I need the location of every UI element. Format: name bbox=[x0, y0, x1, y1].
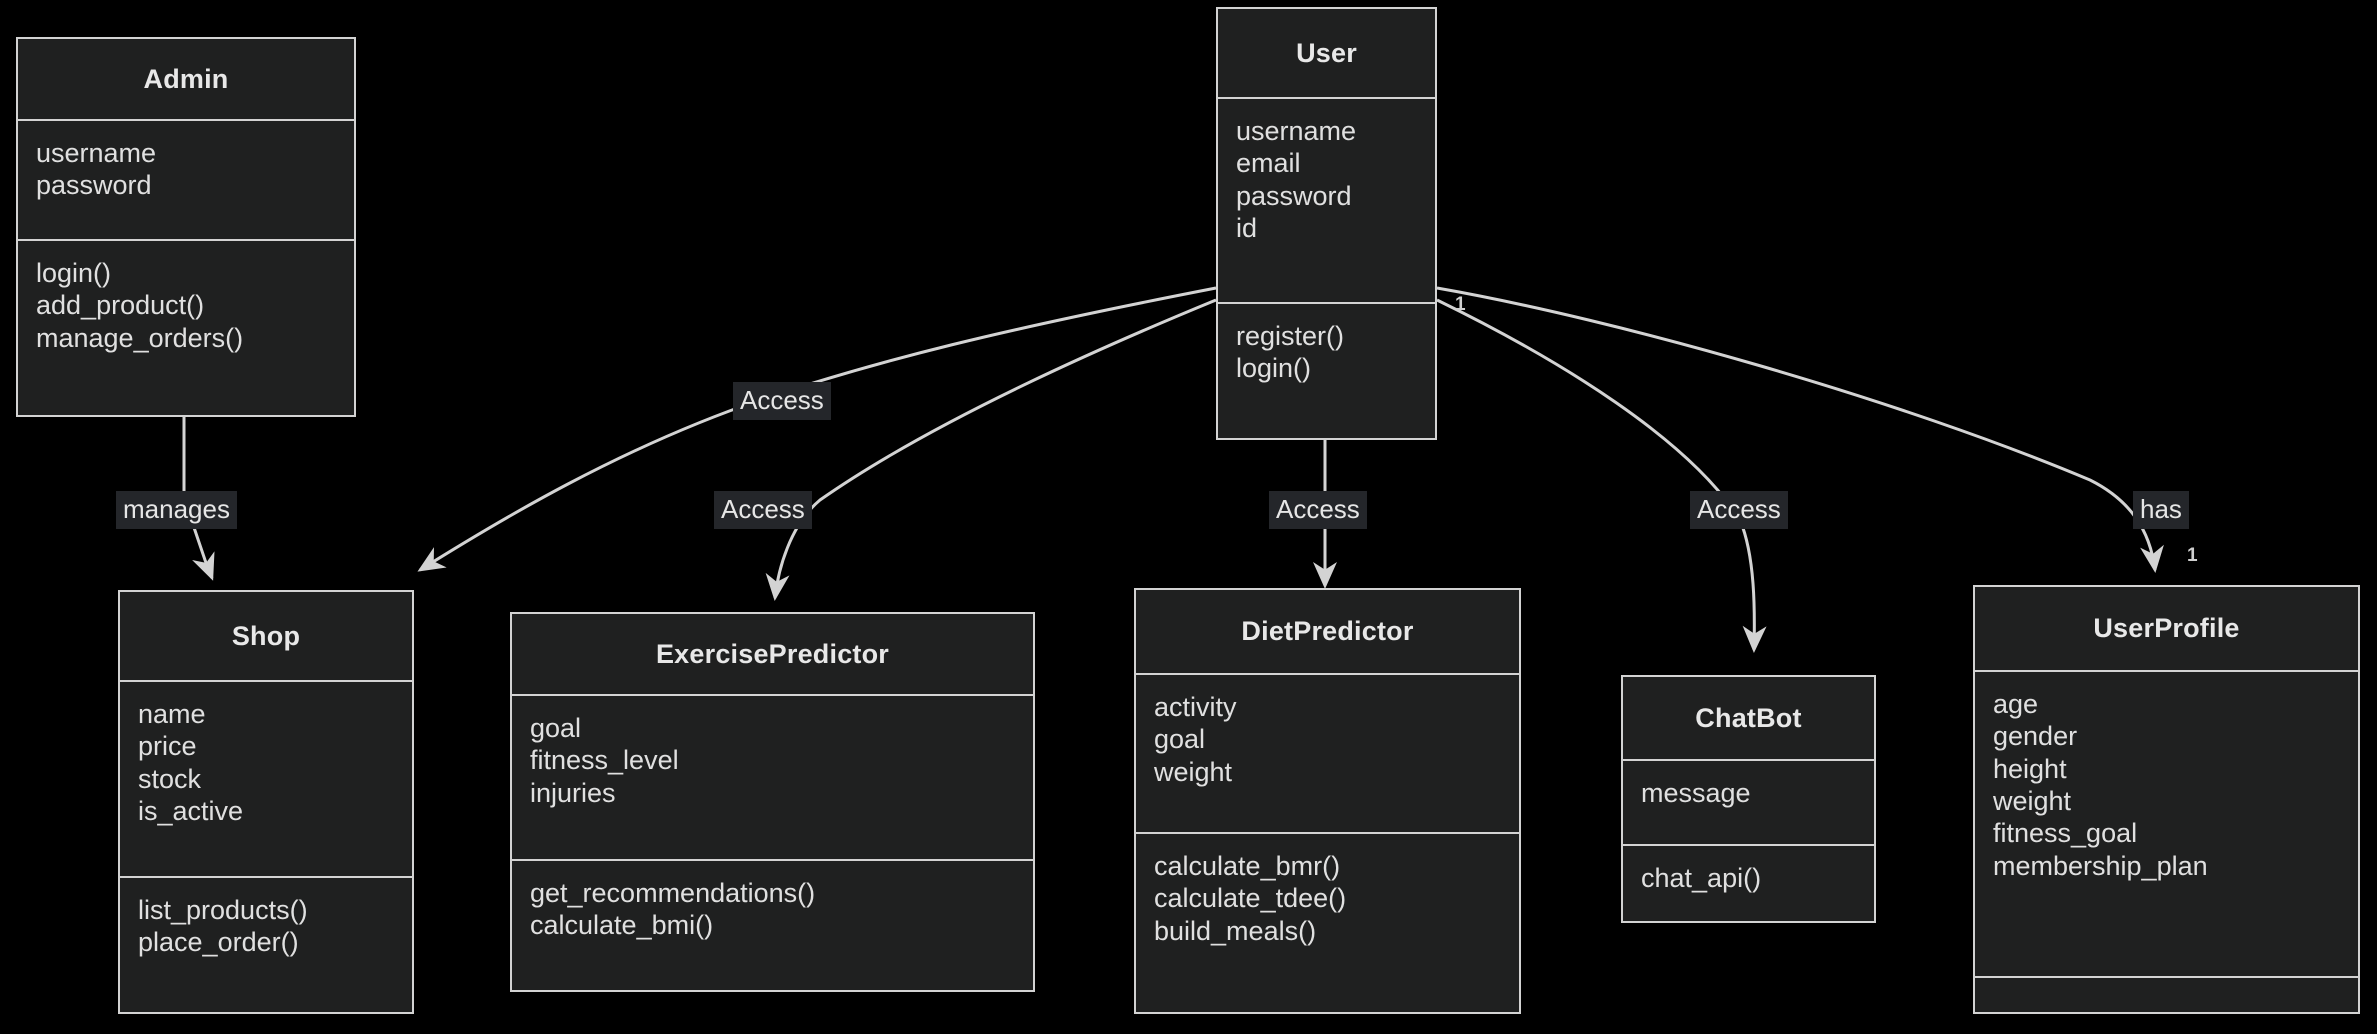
edge-user-exercise bbox=[765, 298, 1217, 601]
class-method: list_products() bbox=[138, 895, 308, 925]
class-title-userprofile: UserProfile bbox=[2093, 613, 2240, 643]
class-attribute: username bbox=[36, 138, 157, 168]
class-attribute: fitness_goal bbox=[1993, 818, 2138, 849]
class-attribute: injuries bbox=[530, 777, 616, 808]
class-method: login() bbox=[36, 258, 112, 288]
class-title-exercise-predictor: ExercisePredictor bbox=[655, 638, 890, 669]
class-attributes-admin: username password bbox=[18, 119, 354, 239]
multiplicity-userprofile-target: 1 bbox=[2187, 545, 2198, 566]
class-box-diet-predictor[interactable]: DietPredictor activity goal weight calcu… bbox=[1134, 588, 1521, 1014]
class-method: chat_api() bbox=[1641, 863, 1762, 893]
class-attribute: price bbox=[138, 731, 197, 762]
class-attribute: goal bbox=[1154, 724, 1206, 755]
edge-label-user-exercise: Access bbox=[714, 491, 812, 529]
class-attribute: password bbox=[1236, 180, 1352, 211]
class-methods-diet-predictor: calculate_bmr() calculate_tdee() build_m… bbox=[1136, 832, 1519, 1012]
class-methods-exercise-predictor: get_recommendations() calculate_bmi() bbox=[512, 859, 1033, 990]
class-attributes-diet-predictor: activity goal weight bbox=[1136, 673, 1519, 832]
class-method: get_recommendations() bbox=[530, 878, 816, 908]
class-title-shop: Shop bbox=[231, 620, 301, 651]
class-method: calculate_bmr() bbox=[1154, 851, 1341, 881]
class-title-admin: Admin bbox=[143, 63, 229, 94]
class-method: place_order() bbox=[138, 927, 299, 958]
class-attributes-chatbot: message bbox=[1623, 759, 1874, 844]
class-box-chatbot[interactable]: ChatBot message chat_api() bbox=[1621, 675, 1876, 923]
class-attribute: stock bbox=[138, 763, 202, 794]
edge-label-user-chatbot: Access bbox=[1690, 491, 1788, 529]
class-box-exercise-predictor[interactable]: ExercisePredictor goal fitness_level inj… bbox=[510, 612, 1035, 992]
class-attribute: activity bbox=[1154, 692, 1237, 722]
class-attributes-shop: name price stock is_active bbox=[120, 680, 412, 876]
edge-user-userprofile bbox=[1436, 286, 2164, 573]
class-methods-admin: login() add_product() manage_orders() bbox=[18, 239, 354, 415]
class-box-user[interactable]: User username email password id register… bbox=[1216, 7, 1437, 440]
edge-label-user-shop: Access bbox=[733, 382, 831, 420]
edge-label-admin-shop: manages bbox=[116, 491, 237, 529]
class-method: calculate_tdee() bbox=[1154, 883, 1347, 914]
class-title-user: User bbox=[1296, 37, 1357, 68]
class-attributes-user: username email password id bbox=[1218, 97, 1435, 302]
class-method: build_meals() bbox=[1154, 915, 1317, 946]
class-attribute: gender bbox=[1993, 721, 2078, 752]
edge-user-shop bbox=[417, 286, 1217, 572]
class-attribute: name bbox=[138, 699, 206, 729]
class-box-shop[interactable]: Shop name price stock is_active list_pro… bbox=[118, 590, 414, 1014]
class-attribute: goal bbox=[530, 713, 582, 743]
class-method: manage_orders() bbox=[36, 322, 244, 353]
class-title-diet-predictor: DietPredictor bbox=[1241, 616, 1414, 646]
class-attributes-exercise-predictor: goal fitness_level injuries bbox=[512, 694, 1033, 859]
class-method: calculate_bmi() bbox=[530, 910, 714, 941]
class-attribute: message bbox=[1641, 778, 1751, 808]
class-attribute: age bbox=[1993, 689, 2039, 719]
class-methods-chatbot: chat_api() bbox=[1623, 844, 1874, 921]
class-method: login() bbox=[1236, 353, 1312, 384]
class-methods-shop: list_products() place_order() bbox=[120, 876, 412, 1012]
class-attribute: password bbox=[36, 170, 152, 201]
class-attribute: weight bbox=[1993, 786, 2072, 817]
class-title-chatbot: ChatBot bbox=[1695, 702, 1802, 733]
edge-label-user-diet: Access bbox=[1269, 491, 1367, 529]
class-attributes-userprofile: age gender height weight fitness_goal me… bbox=[1975, 670, 2358, 976]
class-method: add_product() bbox=[36, 290, 205, 321]
class-methods-user: register() login() bbox=[1218, 302, 1435, 438]
class-attribute: email bbox=[1236, 148, 1301, 179]
class-attribute: is_active bbox=[138, 796, 244, 827]
class-box-userprofile[interactable]: UserProfile age gender height weight fit… bbox=[1973, 585, 2360, 1014]
class-methods-userprofile bbox=[1975, 976, 2358, 1012]
class-attribute: membership_plan bbox=[1993, 850, 2208, 881]
class-attribute: username bbox=[1236, 116, 1357, 146]
class-attribute: id bbox=[1236, 213, 1258, 244]
class-attribute: height bbox=[1993, 753, 2067, 784]
class-method: register() bbox=[1236, 321, 1345, 351]
edge-label-user-userprofile: has bbox=[2133, 491, 2189, 529]
class-attribute: weight bbox=[1154, 756, 1233, 787]
class-box-admin[interactable]: Admin username password login() add_prod… bbox=[16, 37, 356, 417]
multiplicity-user-source: 1 bbox=[1455, 294, 1466, 315]
class-attribute: fitness_level bbox=[530, 745, 679, 776]
